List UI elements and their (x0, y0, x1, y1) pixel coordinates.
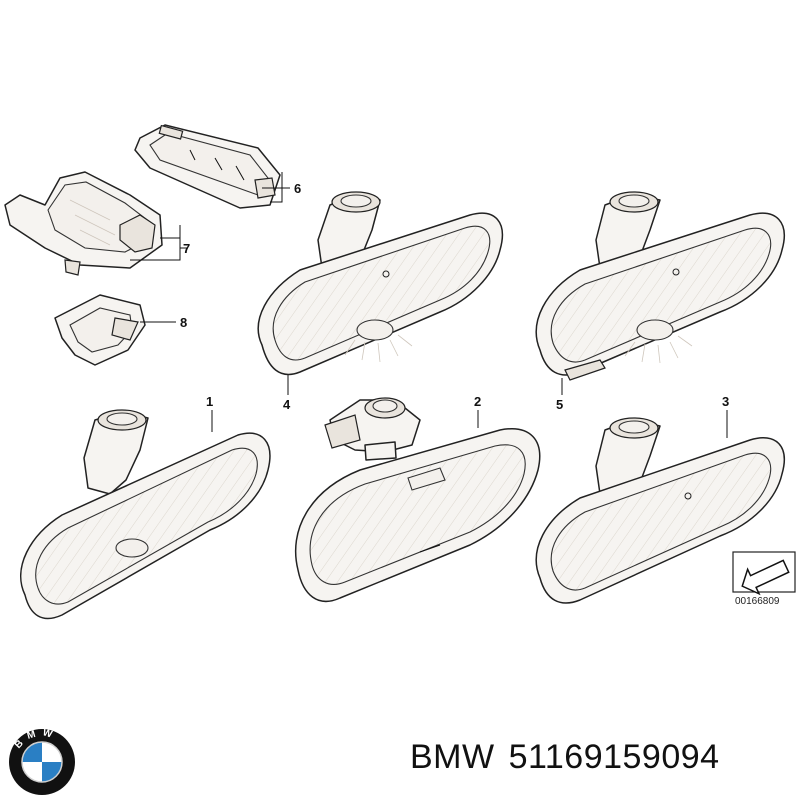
callout-4: 4 (283, 397, 291, 412)
mirror-part-2 (294, 397, 541, 603)
callout-1: 1 (206, 394, 213, 409)
callout-8: 8 (180, 315, 187, 330)
callout-5: 5 (556, 397, 563, 412)
part-caption: BMW 51169159094 (410, 738, 734, 777)
callout-3: 3 (722, 394, 729, 409)
figure-code: 00166809 (735, 596, 780, 607)
bmw-roundel-icon: BMW (9, 727, 75, 795)
callout-2: 2 (474, 394, 481, 409)
mirror-part-4 (257, 191, 504, 376)
brand-name: BMW (410, 738, 495, 776)
callout-labels: 1 2 3 4 5 6 7 8 (180, 181, 729, 412)
leader-lines (130, 172, 728, 438)
callout-7: 7 (183, 241, 190, 256)
cover-part-6 (134, 124, 281, 209)
clip-part-8 (54, 294, 146, 366)
callout-6: 6 (294, 181, 301, 196)
mirror-part-3 (535, 417, 785, 604)
part-number: 51169159094 (508, 738, 720, 776)
mirror-part-5 (535, 191, 785, 381)
figure-reference: 00166809 (732, 551, 796, 607)
cover-part-7 (4, 171, 163, 276)
mirror-part-1 (20, 409, 271, 620)
